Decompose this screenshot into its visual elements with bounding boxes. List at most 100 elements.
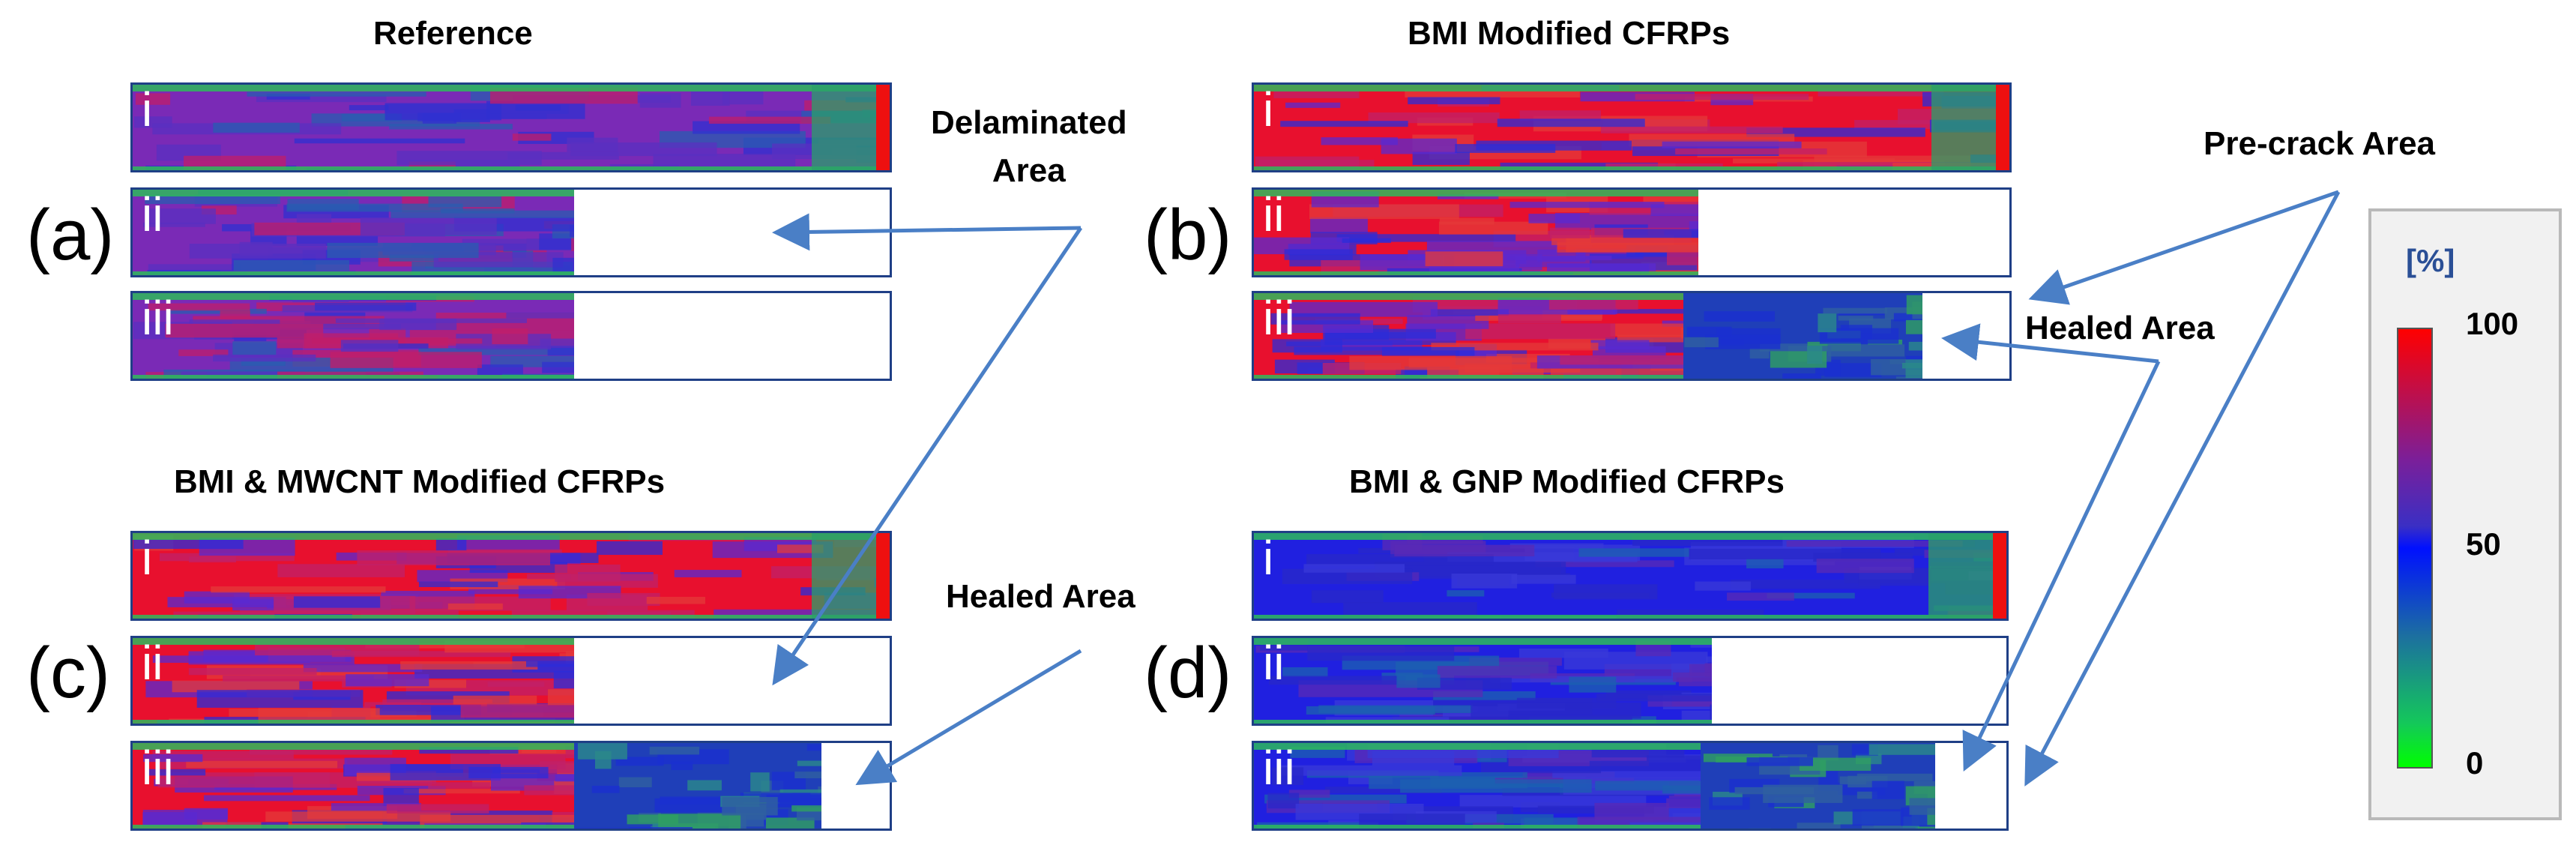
scan-texture bbox=[1777, 162, 1971, 170]
scan-texture bbox=[418, 348, 574, 355]
healed-texture bbox=[1748, 828, 1771, 829]
scan-texture bbox=[1617, 610, 1764, 619]
scan-texture bbox=[1554, 213, 1698, 230]
scan-edge-bottom bbox=[1254, 615, 2006, 619]
arrow-healed-to-d bbox=[1962, 360, 2161, 772]
scan-texture bbox=[1405, 89, 1580, 97]
scan-texture bbox=[1342, 238, 1391, 244]
healed-texture bbox=[1827, 344, 1905, 357]
scan-texture bbox=[331, 651, 511, 658]
scan-fill bbox=[1254, 533, 2006, 619]
healed-texture bbox=[1908, 341, 1922, 351]
scan-texture bbox=[148, 303, 250, 311]
scan-texture bbox=[341, 113, 402, 121]
scan-texture bbox=[492, 328, 528, 345]
healed-texture bbox=[1856, 773, 1933, 781]
scan-texture bbox=[1552, 771, 1743, 778]
scan-texture bbox=[357, 550, 551, 565]
scan-texture bbox=[570, 142, 717, 157]
scan-edge-bottom bbox=[133, 720, 574, 724]
scan-texture bbox=[1310, 217, 1368, 233]
scan-strip-c-iii: iii bbox=[130, 741, 892, 831]
scan-texture bbox=[294, 138, 465, 144]
scan-texture bbox=[1591, 748, 1685, 758]
scan-texture bbox=[396, 151, 542, 166]
scan-texture bbox=[1858, 570, 1931, 586]
healed-texture bbox=[1716, 328, 1781, 344]
scan-fill bbox=[133, 190, 574, 275]
scan-texture bbox=[511, 610, 695, 619]
scan-texture bbox=[1509, 202, 1665, 208]
scan-texture bbox=[1407, 535, 1483, 544]
healed-texture bbox=[654, 798, 735, 813]
healed-texture bbox=[1893, 313, 1922, 322]
scan-edge-top bbox=[1254, 533, 2006, 540]
scan-texture bbox=[1560, 355, 1720, 365]
scan-edge-top bbox=[133, 190, 574, 196]
scan-texture bbox=[1284, 249, 1353, 260]
scan-texture bbox=[188, 667, 317, 676]
scan-texture bbox=[1400, 779, 1592, 793]
scan-texture bbox=[597, 541, 663, 556]
panel-a-label: (a) bbox=[26, 195, 115, 275]
scan-texture bbox=[247, 91, 426, 97]
scan-strip-d-iii: iii bbox=[1252, 741, 2009, 831]
scan-texture bbox=[258, 708, 380, 724]
scan-texture bbox=[159, 553, 295, 562]
scan-texture bbox=[1596, 694, 1712, 702]
legend-tick-50: 50 bbox=[2466, 526, 2501, 562]
scan-edge-top bbox=[133, 743, 821, 750]
scan-end-zone bbox=[812, 85, 879, 170]
healed-texture bbox=[1868, 744, 1935, 755]
scan-texture bbox=[1306, 706, 1435, 715]
healed-texture bbox=[658, 814, 741, 829]
scan-texture bbox=[1595, 781, 1734, 791]
scan-texture bbox=[1854, 120, 1999, 130]
healed-texture bbox=[1779, 754, 1808, 760]
scan-texture bbox=[394, 679, 467, 688]
scan-texture bbox=[506, 312, 574, 319]
scan-texture bbox=[542, 361, 574, 373]
scan-texture bbox=[1282, 568, 1413, 584]
scan-texture bbox=[1710, 704, 1712, 723]
scan-texture bbox=[418, 581, 498, 587]
scan-texture bbox=[507, 151, 619, 160]
healed-area-note-bottom: Healed Area bbox=[946, 578, 1135, 615]
scan-texture bbox=[148, 208, 216, 224]
scan-edge-top bbox=[133, 293, 574, 300]
scan-texture bbox=[1590, 340, 1650, 349]
scan-end-edge bbox=[876, 85, 890, 170]
scan-edge-top bbox=[1254, 293, 1922, 300]
healed-texture bbox=[1906, 295, 1922, 315]
scan-texture bbox=[552, 257, 574, 273]
scan-texture bbox=[1469, 657, 1562, 666]
scan-texture bbox=[1767, 592, 1855, 599]
scan-texture bbox=[1451, 574, 1518, 589]
scan-texture bbox=[303, 664, 423, 673]
scan-texture bbox=[211, 586, 386, 593]
strip-row-label: iii bbox=[142, 741, 174, 795]
scan-texture bbox=[1746, 559, 1784, 569]
scan-texture bbox=[1282, 667, 1328, 677]
healed-texture bbox=[671, 761, 693, 771]
scan-texture bbox=[186, 760, 338, 769]
scan-texture bbox=[777, 544, 824, 553]
scan-texture bbox=[340, 340, 399, 352]
healed-texture bbox=[1704, 311, 1776, 322]
arrow-precrack-to-b bbox=[2028, 190, 2339, 305]
scan-texture bbox=[490, 87, 638, 104]
scan-texture bbox=[143, 754, 203, 763]
healed-area-note-top: Healed Area bbox=[2025, 310, 2215, 346]
scan-texture bbox=[1689, 221, 1698, 231]
scan-texture bbox=[315, 302, 417, 311]
scan-texture bbox=[1511, 574, 1576, 584]
healed-texture bbox=[575, 828, 651, 829]
scan-texture bbox=[708, 116, 831, 124]
scan-texture bbox=[512, 133, 552, 141]
panel-c-label: (c) bbox=[26, 633, 110, 713]
scan-edge-bottom bbox=[1254, 720, 1712, 724]
scan-texture bbox=[213, 354, 316, 362]
scan-texture bbox=[241, 359, 286, 366]
colorbar bbox=[2397, 328, 2433, 769]
scan-texture bbox=[1594, 802, 1669, 820]
